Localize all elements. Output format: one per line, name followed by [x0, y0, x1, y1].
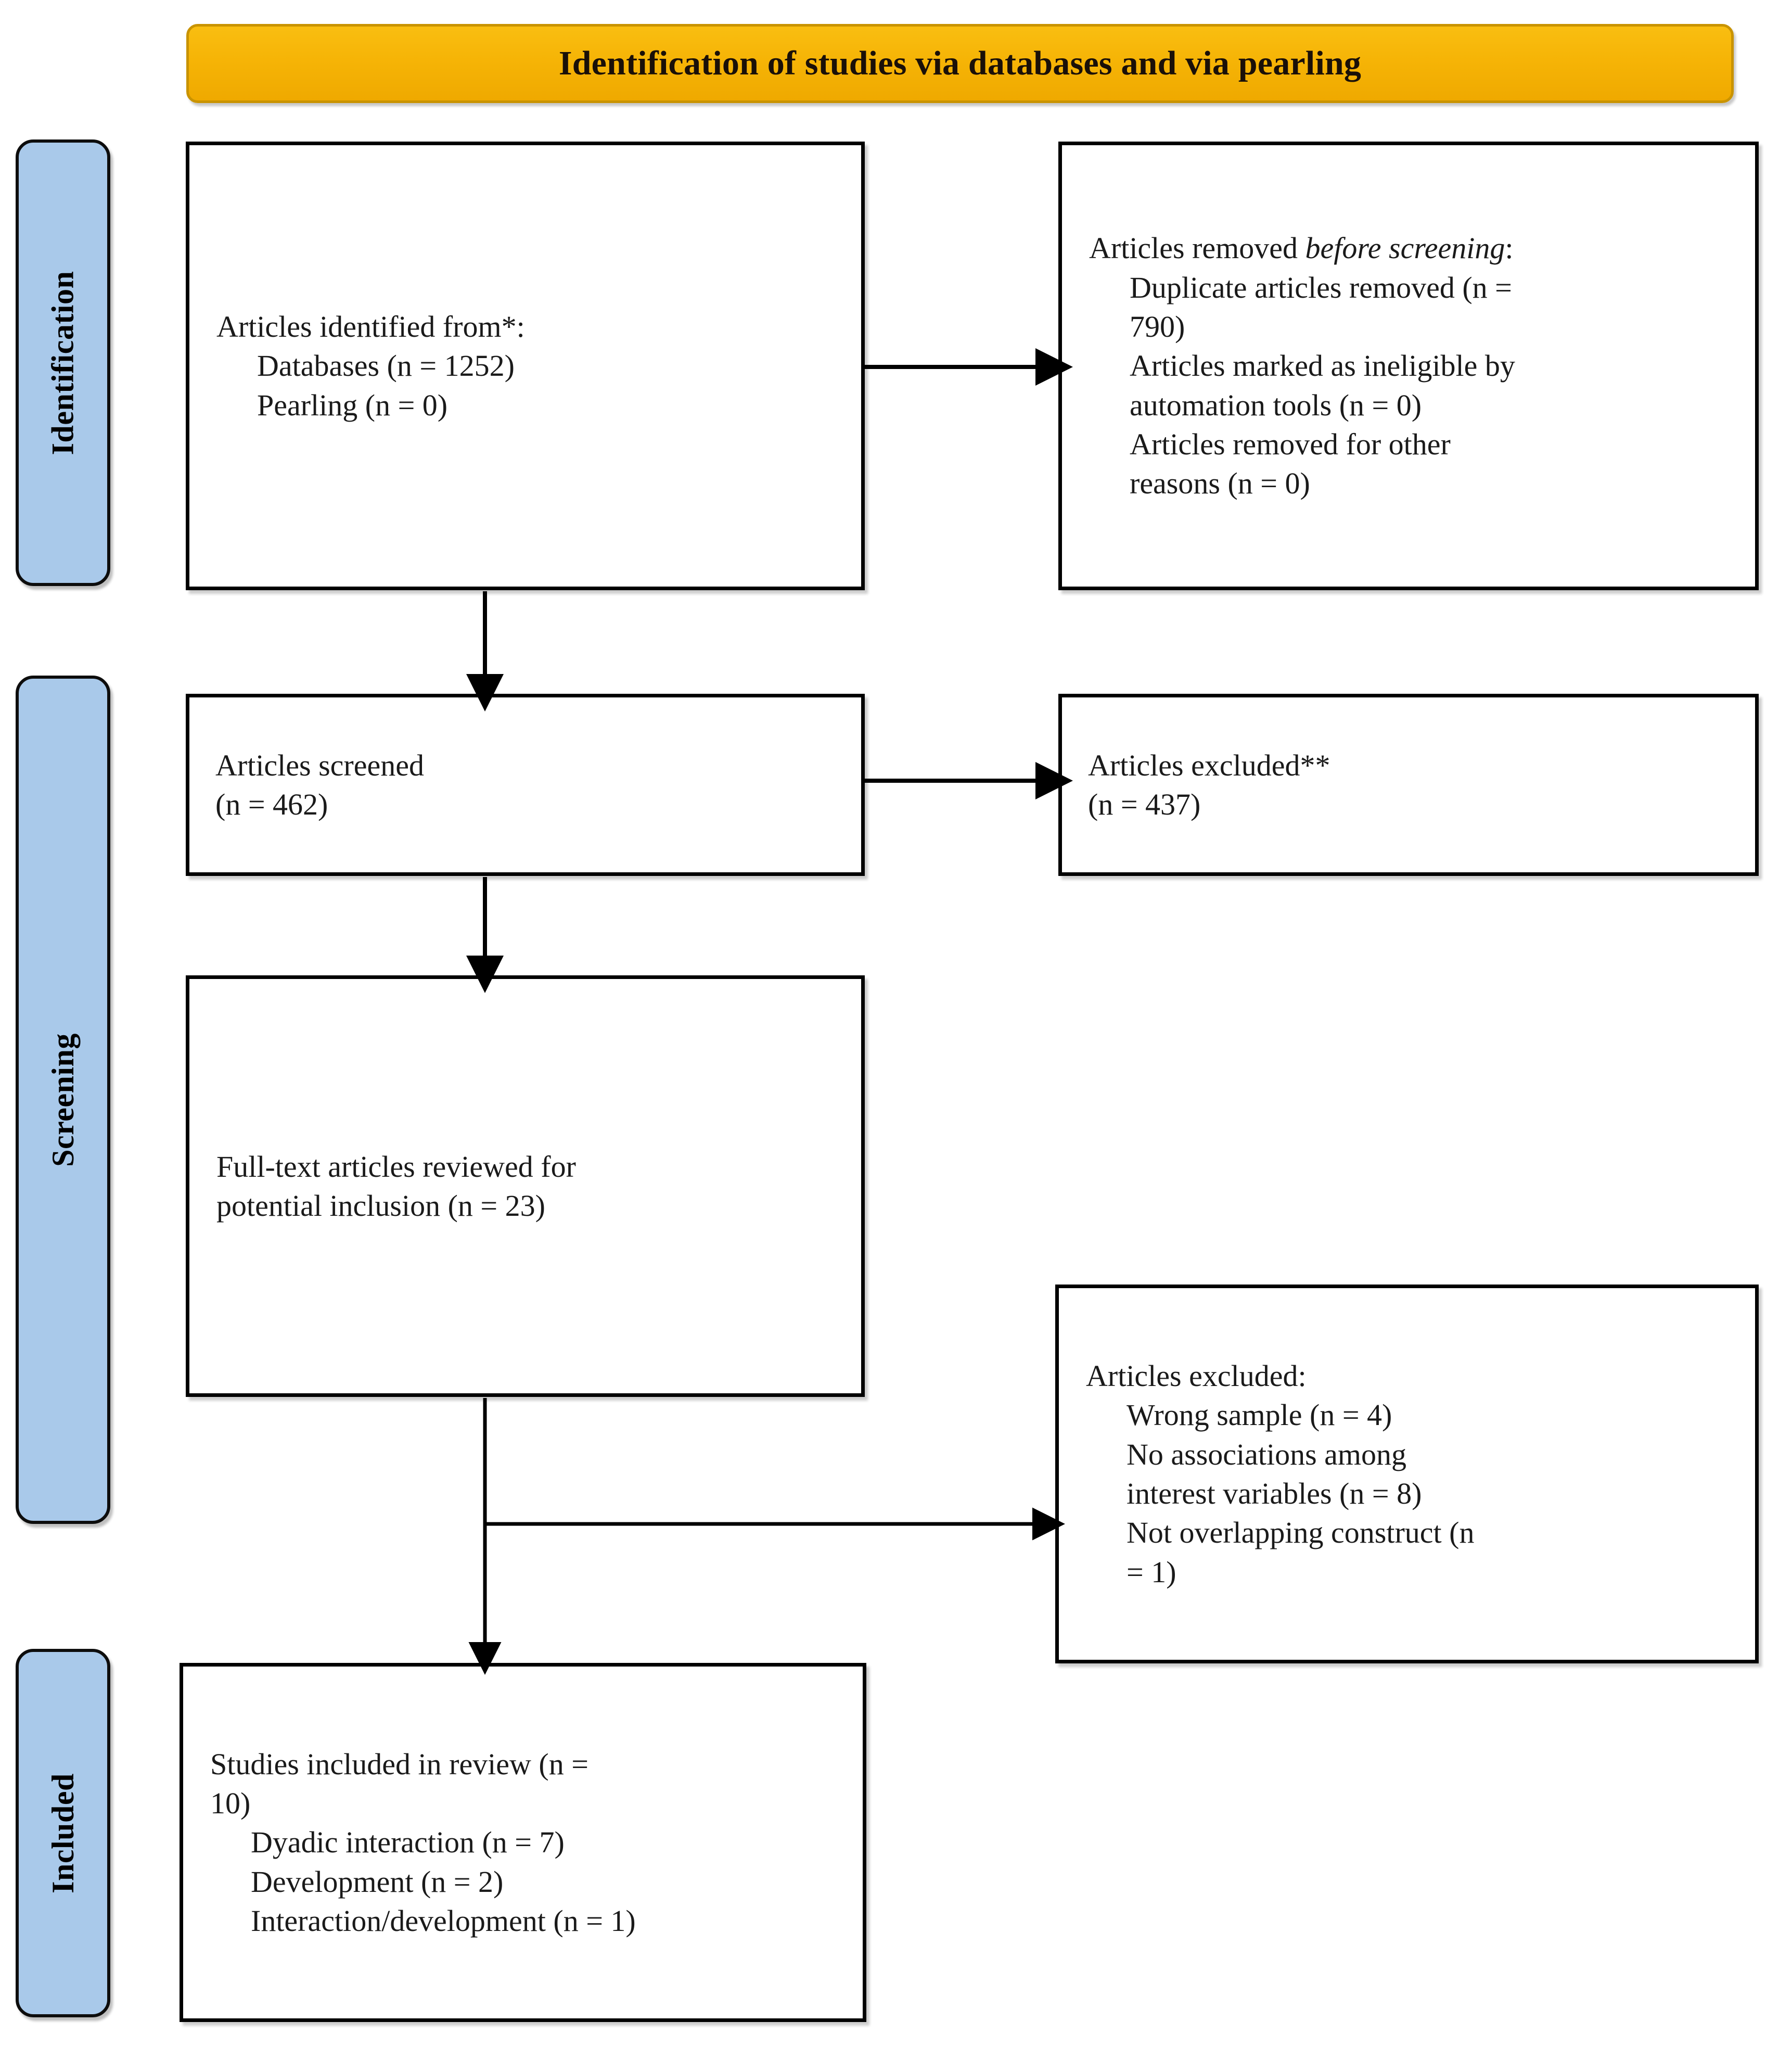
stage-label-screening: Screening [16, 676, 110, 1524]
diagram-title-banner: Identification of studies via databases … [186, 24, 1734, 103]
articles-identified-line-1: Articles identified from*: [216, 309, 525, 344]
stage-label-screening-text: Screening [45, 1033, 80, 1167]
box-articles-identified: Articles identified from*: Databases (n … [186, 142, 865, 590]
articles-screened-count: (n = 462) [215, 787, 328, 821]
studies-included-line-1: Studies included in review (n = [210, 1747, 588, 1781]
articles-identified-pearling: Pearling (n = 0) [257, 388, 448, 422]
excluded-reason-wrong-sample: Wrong sample (n = 4) [1127, 1398, 1392, 1432]
fulltext-line-2: potential inclusion (n = 23) [216, 1189, 545, 1223]
articles-removed-other-a: Articles removed for other [1130, 427, 1451, 462]
box-studies-included: Studies included in review (n = 10) Dyad… [180, 1663, 866, 2022]
stage-label-identification-text: Identification [45, 271, 80, 455]
articles-removed-other-b: reasons (n = 0) [1130, 466, 1310, 501]
articles-removed-duplicates-a: Duplicate articles removed (n = [1130, 270, 1512, 304]
studies-included-line-2: 10) [210, 1786, 251, 1820]
stage-label-included-text: Included [45, 1773, 80, 1893]
articles-removed-heading-suffix: : [1505, 231, 1514, 265]
box-articles-excluded-screening: Articles excluded** (n = 437) [1058, 694, 1759, 876]
stage-label-identification: Identification [16, 139, 110, 586]
articles-screened-label: Articles screened [215, 748, 424, 782]
articles-removed-ineligible-a: Articles marked as ineligible by [1130, 349, 1515, 383]
excluded-reason-not-overlapping-a: Not overlapping construct (n [1127, 1516, 1475, 1550]
excluded-reason-not-overlapping-b: = 1) [1127, 1555, 1176, 1589]
articles-removed-duplicates-b: 790) [1130, 309, 1185, 344]
excluded-reason-no-associations-b: interest variables (n = 8) [1127, 1477, 1422, 1510]
articles-removed-heading-prefix: Articles removed [1089, 231, 1305, 265]
articles-removed-heading-italic: before screening [1305, 231, 1505, 265]
articles-removed-heading: Articles removed before screening: [1089, 228, 1734, 268]
articles-excluded-screening-count: (n = 437) [1088, 787, 1201, 821]
stage-label-included: Included [16, 1649, 110, 2017]
fulltext-line-1: Full-text articles reviewed for [216, 1149, 576, 1184]
studies-included-interaction-development: Interaction/development (n = 1) [251, 1904, 636, 1938]
studies-included-dyadic: Dyadic interaction (n = 7) [251, 1825, 565, 1860]
box-articles-excluded-fulltext: Articles excluded: Wrong sample (n = 4) … [1055, 1285, 1759, 1663]
articles-excluded-screening-label: Articles excluded** [1088, 748, 1330, 782]
excluded-reason-no-associations-a: No associations among [1127, 1437, 1407, 1471]
page-title: Identification of studies via databases … [558, 44, 1362, 83]
box-fulltext-articles-reviewed: Full-text articles reviewed for potentia… [186, 975, 865, 1397]
box-articles-screened: Articles screened (n = 462) [186, 694, 865, 876]
studies-included-development: Development (n = 2) [251, 1864, 504, 1899]
articles-removed-ineligible-b: automation tools (n = 0) [1130, 388, 1422, 422]
articles-identified-databases: Databases (n = 1252) [257, 349, 515, 383]
box-articles-removed-before-screening: Articles removed before screening: Dupli… [1058, 142, 1759, 590]
articles-excluded-fulltext-heading: Articles excluded: [1086, 1358, 1307, 1393]
